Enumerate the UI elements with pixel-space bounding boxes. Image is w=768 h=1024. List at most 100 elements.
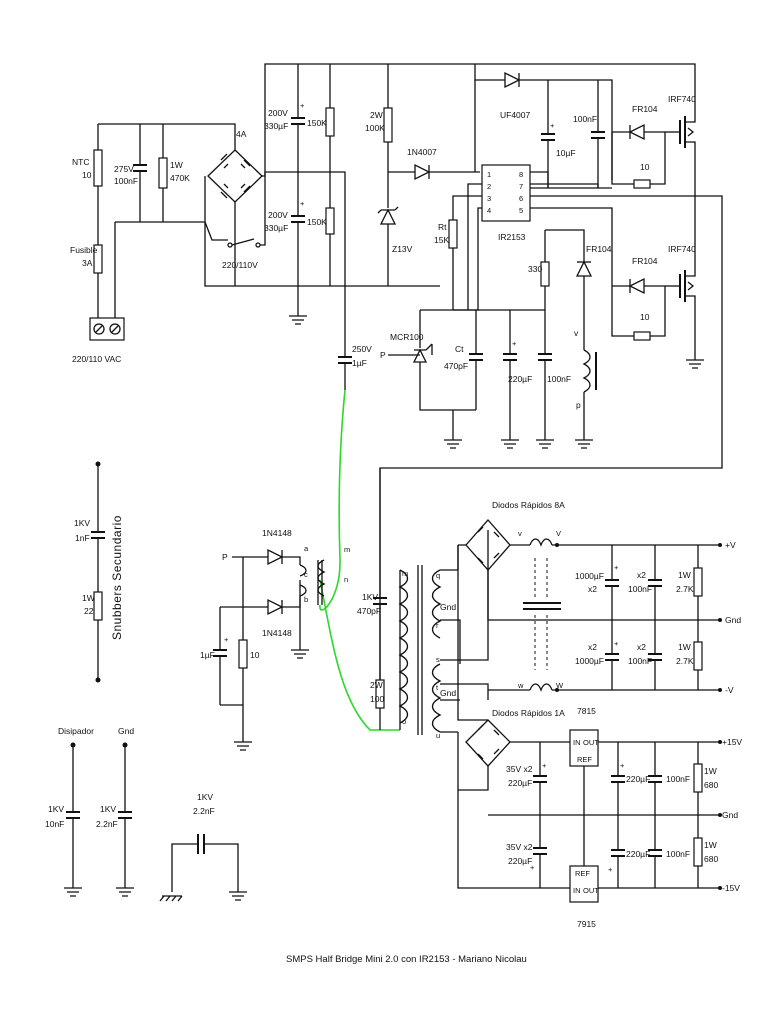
r680-b-value: 680 [704, 854, 718, 864]
c1000-b-value: 1000µF [575, 656, 604, 666]
res-in-value: 470K [170, 173, 190, 183]
bleed1-label: 150K [307, 118, 327, 128]
disipador-label: Disipador [58, 726, 94, 736]
svg-text:r: r [436, 621, 439, 630]
diode-1n4007-label: 1N4007 [407, 147, 437, 157]
svg-text:c: c [304, 570, 308, 579]
svg-text:4: 4 [487, 206, 491, 215]
snubbers-title: Snubbers Secundario [110, 515, 124, 640]
mcr-label: MCR100 [390, 332, 424, 342]
fuse-value-label: 3A [82, 258, 93, 268]
ac-input-label: 220/110 VAC [72, 354, 121, 364]
rt-name-label: Rt [438, 222, 447, 232]
secondary-snubbers: 1KV 1nF 1W 22 Snubbers Secundario [74, 461, 124, 683]
c1000-a-mult: x2 [588, 584, 597, 594]
cap-gnd-value: 2.2nF [96, 819, 118, 829]
out-pos-label: +V [725, 540, 736, 550]
bleed2-label: 150K [307, 217, 327, 227]
c35-a-value: 220µF [508, 778, 532, 788]
bulk2-value: 330µF [264, 223, 288, 233]
irf740-hi-label: IRF740 [668, 94, 696, 104]
svg-text:+: + [512, 339, 517, 348]
v-small-label: v [574, 328, 579, 338]
ntc-name-label: NTC [72, 157, 89, 167]
c100n-a-mult: x2 [637, 570, 646, 580]
timing-section: Rt 15K Ct 470pF MCR100 P + 220µF 330 100… [380, 219, 612, 449]
p-left-label: P [222, 552, 228, 562]
coupling-capacitor: 250V 1µF [319, 344, 400, 731]
c1000-b-mult: x2 [588, 642, 597, 652]
c100-r2-label: 100nF [666, 849, 690, 859]
input-bleeder-resistor [158, 157, 168, 189]
svg-text:+: + [614, 639, 619, 648]
r680-b-rating: 1W [704, 840, 717, 850]
high-side-mosfet: FR104 10 IRF740 [475, 63, 696, 196]
diodo-bot-label: 1N4148 [262, 628, 292, 638]
c100n-a-value: 100nF [628, 584, 652, 594]
ir2153-ic: 1 2 3 4 8 7 6 5 IR2153 [379, 164, 723, 700]
svg-text:8: 8 [519, 170, 523, 179]
bridge-rating: 4A [236, 129, 247, 139]
cap-earth-value: 2.2nF [193, 806, 215, 816]
reg-pos-label: 7815 [577, 706, 596, 716]
boot-cap-label: 10µF [556, 148, 576, 158]
snub-value: 1nF [75, 533, 90, 543]
out-neg-label: -V [725, 685, 734, 695]
cap-dis-rating: 1KV [48, 804, 64, 814]
switch-label: 220/110V [222, 260, 258, 270]
svg-text:+: + [530, 863, 535, 872]
zener-label: Z13V [392, 244, 413, 254]
out-p15-label: +15V [722, 737, 742, 747]
svg-text:REF: REF [577, 755, 592, 764]
c35-a-rating: 35V x2 [506, 764, 533, 774]
coupling-value: 1µF [352, 358, 367, 368]
aux-rectifier: P 1N4148 1N4148 10 + 1µF a c b m n [200, 528, 350, 751]
bulk2-rating: 200V [268, 210, 288, 220]
ntc-thermistor [93, 149, 103, 187]
c100n-b-mult: x2 [637, 642, 646, 652]
svg-text:+: + [550, 121, 555, 130]
cap-100n-aux-label: 100nF [547, 374, 571, 384]
bulk1-rating: 200V [268, 108, 288, 118]
r27-a-value: 2.7K [676, 584, 694, 594]
svg-text:+: + [614, 563, 619, 572]
svg-text:u: u [436, 731, 440, 740]
reg-neg-label: 7915 [577, 919, 596, 929]
svg-text:+: + [224, 635, 229, 644]
svg-text:o: o [402, 717, 406, 726]
r27-b-rating: 1W [678, 642, 691, 652]
main-output-bridge: Diodos Rápidos 8A v V w W [457, 500, 720, 721]
svg-text:1: 1 [487, 170, 491, 179]
svg-text:REF: REF [575, 869, 590, 878]
svg-text:v: v [518, 529, 522, 538]
main-output-filter: + 1000µF x2 x2 100nF 1W 2.7K + x2 1000µF… [575, 540, 741, 695]
fr104-aux-label: FR104 [586, 244, 612, 254]
svg-text:a: a [304, 544, 309, 553]
svg-text:n: n [344, 575, 348, 584]
snub-res-rating: 1W [82, 593, 95, 603]
c100n-b-value: 100nF [628, 656, 652, 666]
aux-cap-label: 1µF [200, 650, 215, 660]
gnd-a-label: Gnd [440, 602, 456, 612]
drop-value: 100K [365, 123, 385, 133]
page-title: SMPS Half Bridge Mini 2.0 con IR2153 - M… [286, 954, 527, 965]
svg-text:3: 3 [487, 194, 491, 203]
svg-text:+: + [608, 865, 613, 874]
r680-a-rating: 1W [704, 766, 717, 776]
uf4007-label: UF4007 [500, 110, 531, 120]
cap-220-label: 220µF [508, 374, 532, 384]
svg-text:m: m [402, 569, 408, 578]
startup-supply: 2W 100K 1N4007 Z13V [365, 64, 480, 286]
bulk-capacitors: + + 200V 330µF 200V 330µF 150K 150K [264, 64, 346, 345]
gnd-b-label: Gnd [440, 688, 456, 698]
svg-text:m: m [344, 545, 350, 554]
prim-res-value: 100 [370, 694, 384, 704]
terminal-block [89, 317, 125, 341]
svg-text:IN: IN [573, 738, 581, 747]
svg-text:+: + [300, 101, 305, 110]
drop-rating: 2W [370, 110, 383, 120]
bulk1-value: 330µF [264, 121, 288, 131]
fr104-hi-label: FR104 [632, 104, 658, 114]
out-gnd2-label: Gnd [722, 810, 738, 820]
